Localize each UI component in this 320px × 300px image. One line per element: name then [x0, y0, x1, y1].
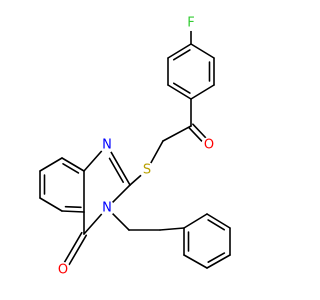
- atom-N3: N: [99, 200, 115, 216]
- bond-C2-N1-inner: [108, 157, 124, 183]
- atom-label-nitrogen-3: N: [102, 201, 112, 216]
- atom-N1: N: [99, 137, 115, 153]
- bond-N3-E1: [111, 212, 130, 231]
- bond-N3-C2: [111, 184, 131, 204]
- atom-S: S: [139, 162, 155, 178]
- bond-P5-P6: [183, 254, 208, 269]
- bond-C2-N1: [109, 150, 131, 186]
- atom-label-nitrogen-1: N: [102, 138, 112, 153]
- bond-CH2-S: [149, 140, 164, 165]
- bond-PH-P2: [183, 213, 208, 229]
- bond-E2-PH: [159, 227, 185, 231]
- bond-C5-C4a: [61, 210, 85, 213]
- bond-A6-FC-inner: [172, 49, 191, 61]
- bond-FC-A2: [190, 43, 215, 59]
- bond-S-C2: [129, 173, 143, 186]
- bond-N1-C8a: [83, 149, 104, 172]
- molecule-canvas: F O S N N O: [39, 15, 231, 278]
- atom-label-sulfur: S: [143, 163, 151, 178]
- atom-labels: F O S N N O: [55, 15, 217, 278]
- atom-O2: O: [55, 262, 71, 278]
- bond-C8-C7: [39, 157, 63, 172]
- bond-P2-P3-inner: [207, 219, 226, 231]
- bond-C8a-C8-inner: [62, 163, 80, 174]
- bond-A4-A5-inner: [172, 82, 191, 94]
- bond-C4-N3: [83, 212, 104, 235]
- bond-C5-C4a-inner: [64, 205, 82, 209]
- bond-P2-P3: [206, 213, 231, 229]
- atom-label-carbonyl-oxygen: O: [58, 263, 68, 278]
- bond-A6-FC: [167, 43, 192, 59]
- structure-diagram: F O S N N O: [39, 15, 231, 278]
- bond-P4-P5-inner: [207, 252, 226, 263]
- bond-P4-P5: [206, 254, 231, 269]
- bond-A3-A4: [190, 84, 215, 100]
- atom-F: F: [183, 15, 199, 31]
- atom-label-ketone-oxygen: O: [204, 138, 214, 153]
- atom-O1: O: [201, 137, 217, 153]
- bond-K-CH2: [162, 125, 192, 142]
- bond-C8a-C8: [61, 157, 85, 172]
- bond-A4-A5: [167, 84, 192, 100]
- bond-C4-O2-second: [67, 234, 88, 267]
- bond-C6-C5: [39, 197, 63, 212]
- atom-label-fluorine: F: [187, 16, 194, 31]
- bond-K-O1-second: [192, 123, 207, 139]
- bond-C4-O2: [63, 231, 83, 264]
- bond-lines: [39, 29, 231, 269]
- bond-K-O1: [188, 126, 204, 143]
